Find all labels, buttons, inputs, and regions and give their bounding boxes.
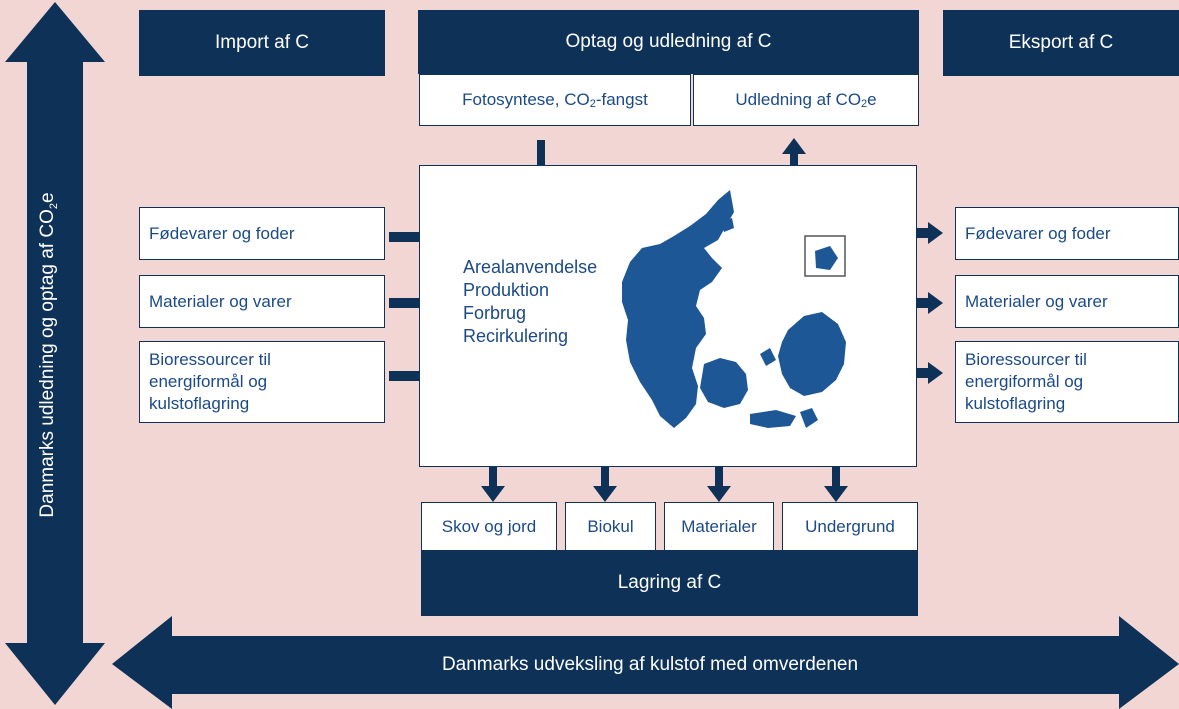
arrow-storage-1 [481, 455, 505, 502]
vertical-double-arrow [5, 2, 105, 705]
horizontal-double-arrow [112, 616, 1179, 709]
center-item-produktion: Produktion [463, 280, 550, 300]
import-item-fodevarer: Fødevarer og foder [139, 207, 385, 260]
arrow-export-2 [892, 292, 943, 314]
arrow-export-1 [892, 222, 943, 244]
export-item-bioressourcer: Bioressourcer til energiformål og kulsto… [955, 341, 1179, 423]
storage-skov-og-jord: Skov og jord [421, 502, 557, 552]
storage-materialer: Materialer [664, 502, 774, 552]
denmark-map-icon [622, 190, 846, 428]
import-item-materialer: Materialer og varer [139, 275, 385, 328]
center-list: Arealanvendelse Produktion Forbrug Recir… [463, 256, 597, 348]
arrow-storage-4 [824, 455, 848, 502]
vertical-axis-label: Danmarks udledning og optag af CO2e [37, 192, 60, 518]
arrow-storage-3 [707, 455, 731, 502]
storage-undergrund: Undergrund [782, 502, 918, 552]
center-item-recirkulering: Recirkulering [463, 326, 569, 346]
horizontal-axis-label: Danmarks udveksling af kulstof med omver… [441, 654, 859, 675]
lagring-header: Lagring af C [421, 550, 918, 616]
center-item-arealanvendelse: Arealanvendelse [463, 257, 598, 277]
import-item-bioressourcer: Bioressourcer til energiformål og kulsto… [139, 341, 385, 423]
arrow-up-udledning [782, 138, 806, 186]
import-header: Import af C [139, 10, 385, 76]
storage-biokul: Biokul [565, 502, 656, 552]
optag-header: Optag og udledning af C [418, 10, 919, 74]
eksport-header: Eksport af C [943, 10, 1179, 76]
arrow-storage-2 [593, 455, 617, 502]
export-item-fodevarer: Fødevarer og foder [955, 207, 1179, 260]
arrow-export-3 [892, 362, 943, 384]
export-item-materialer: Materialer og varer [955, 275, 1179, 328]
center-item-forbrug: Forbrug [463, 303, 527, 323]
